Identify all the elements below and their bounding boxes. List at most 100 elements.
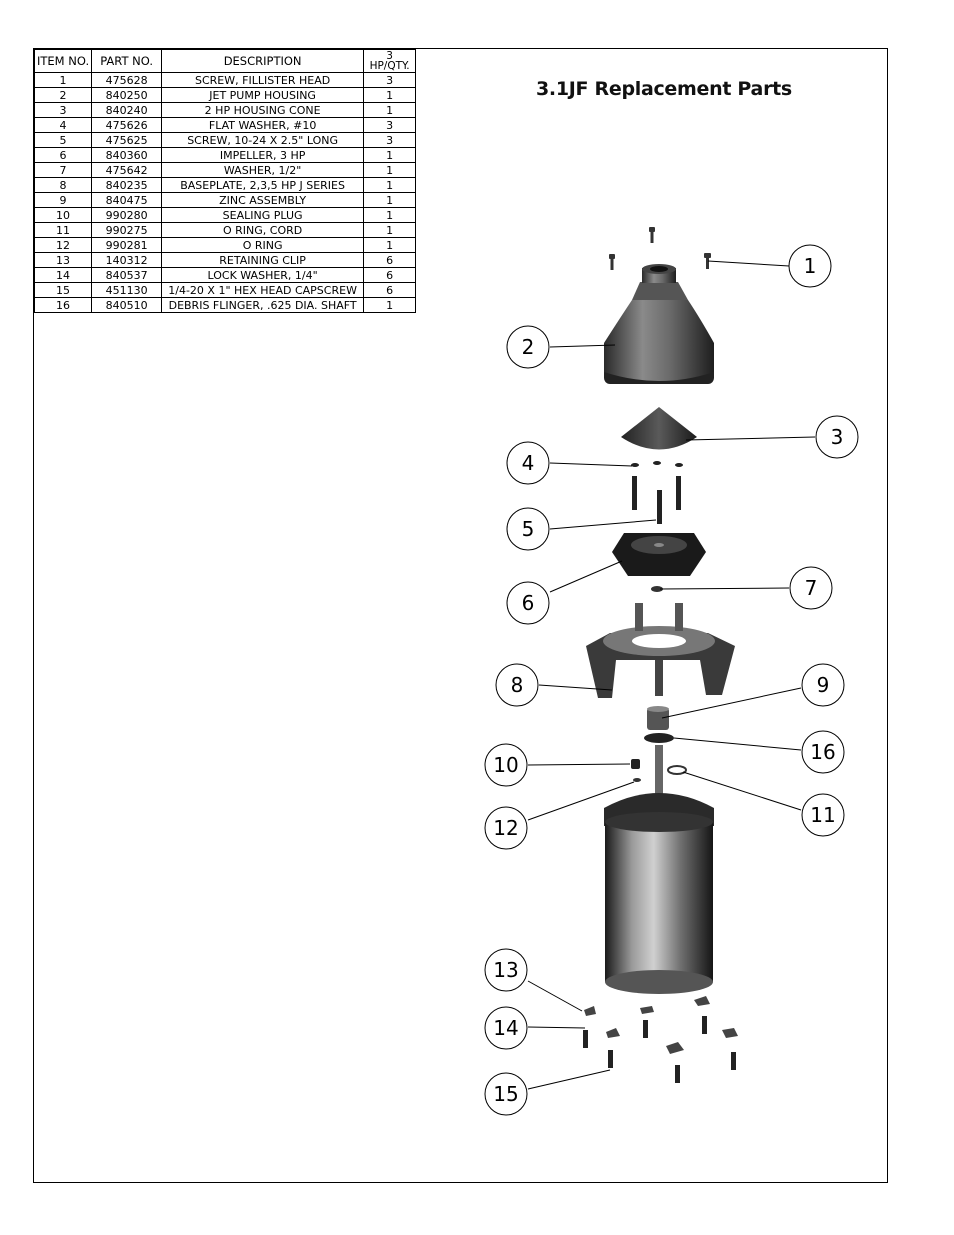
callout-circle xyxy=(484,1072,528,1116)
cell-item-no: 14 xyxy=(33,267,93,283)
callout-2: 2 xyxy=(506,325,550,369)
page-title: 3.1JF Replacement Parts xyxy=(536,78,792,100)
callout-number: 2 xyxy=(522,335,535,359)
cell-item-no: 13 xyxy=(33,252,93,268)
callout-leader-lines xyxy=(527,260,816,1090)
callout-6: 6 xyxy=(506,581,550,625)
callout-circle xyxy=(506,507,550,551)
header-part-no: PART NO. xyxy=(91,49,163,73)
callout-number: 1 xyxy=(804,254,817,278)
parts-table: ITEM NO. PART NO. DESCRIPTION 3 HP/QTY. … xyxy=(33,49,417,313)
cell-qty: 1 xyxy=(363,297,417,313)
callout-number: 15 xyxy=(493,1082,518,1106)
part-o-ring-cord xyxy=(667,765,687,775)
callout-circle xyxy=(484,1006,528,1050)
cell-part-no: 475628 xyxy=(91,72,163,88)
callout-number: 10 xyxy=(493,753,518,777)
callout-5: 5 xyxy=(506,507,550,551)
callout-circle xyxy=(801,730,845,774)
cell-part-no: 475625 xyxy=(91,132,163,148)
callout-14: 14 xyxy=(484,1006,528,1050)
callout-number: 14 xyxy=(493,1016,518,1040)
part-baseplate xyxy=(586,603,735,698)
callout-circle xyxy=(495,663,539,707)
part-fillister-screws xyxy=(609,227,711,270)
callout-number: 3 xyxy=(831,425,844,449)
cell-qty: 6 xyxy=(363,267,417,283)
part-zinc-assembly xyxy=(647,706,669,730)
header-qty-label: HP/QTY. xyxy=(369,60,410,72)
callout-number: 13 xyxy=(493,958,518,982)
callout-number: 12 xyxy=(493,816,518,840)
part-flat-washers xyxy=(631,461,683,467)
callout-8: 8 xyxy=(495,663,539,707)
part-lock-washers-and-capscrews xyxy=(583,1016,736,1083)
part-motor-body xyxy=(604,745,714,994)
part-sealing-plug xyxy=(631,759,640,769)
cell-description: DEBRIS FLINGER, .625 DIA. SHAFT xyxy=(161,297,365,313)
part-impeller xyxy=(612,533,706,576)
part-long-screws xyxy=(632,476,681,524)
callout-circle xyxy=(506,325,550,369)
callout-circle xyxy=(506,441,550,485)
callout-number: 11 xyxy=(810,803,835,827)
table-header-row: ITEM NO. PART NO. DESCRIPTION 3 HP/QTY. xyxy=(33,49,417,73)
part-debris-flinger xyxy=(644,733,674,743)
callout-circle xyxy=(789,566,833,610)
page-frame xyxy=(33,48,888,1183)
callout-circle xyxy=(484,948,528,992)
part-housing-cone xyxy=(621,407,697,450)
cell-description: SCREW, 10-24 X 2.5" LONG xyxy=(161,132,365,148)
cell-part-no: 475626 xyxy=(91,117,163,133)
callout-number: 8 xyxy=(511,673,524,697)
callout-circle xyxy=(801,793,845,837)
cell-item-no: 12 xyxy=(33,237,93,253)
callout-12: 12 xyxy=(484,806,528,850)
callout-16: 16 xyxy=(801,730,845,774)
callout-1: 1 xyxy=(788,244,832,288)
callout-11: 11 xyxy=(801,793,845,837)
part-jet-pump-housing xyxy=(604,264,714,384)
callout-7: 7 xyxy=(789,566,833,610)
cell-description: ZINC ASSEMBLY xyxy=(161,192,365,208)
callout-circle xyxy=(801,663,845,707)
callout-10: 10 xyxy=(484,743,528,787)
callout-15: 15 xyxy=(484,1072,528,1116)
cell-item-no: 16 xyxy=(33,297,93,313)
cell-qty: 3 xyxy=(363,132,417,148)
callout-4: 4 xyxy=(506,441,550,485)
callout-circle xyxy=(484,743,528,787)
callout-number: 5 xyxy=(522,517,535,541)
cell-description: 2 HP HOUSING CONE xyxy=(161,102,365,118)
cell-part-no: 475642 xyxy=(91,162,163,178)
callout-number: 9 xyxy=(817,673,830,697)
callout-13: 13 xyxy=(484,948,528,992)
callout-circle xyxy=(788,244,832,288)
callout-number: 6 xyxy=(522,591,535,615)
callout-9: 9 xyxy=(801,663,845,707)
part-retaining-clips xyxy=(584,996,738,1054)
header-qty-hp: 3 xyxy=(386,50,393,62)
callout-number: 16 xyxy=(810,740,835,764)
cell-description: RETAINING CLIP xyxy=(161,252,365,268)
callout-number: 4 xyxy=(522,451,535,475)
callout-circle xyxy=(815,415,859,459)
callout-circle xyxy=(484,806,528,850)
part-washer-half-inch xyxy=(651,586,663,592)
callout-number: 7 xyxy=(805,576,818,600)
callout-circle xyxy=(506,581,550,625)
cell-description: SEALING PLUG xyxy=(161,207,365,223)
part-o-ring xyxy=(633,778,641,782)
cell-part-no: 840250 xyxy=(91,87,163,103)
callout-3: 3 xyxy=(815,415,859,459)
